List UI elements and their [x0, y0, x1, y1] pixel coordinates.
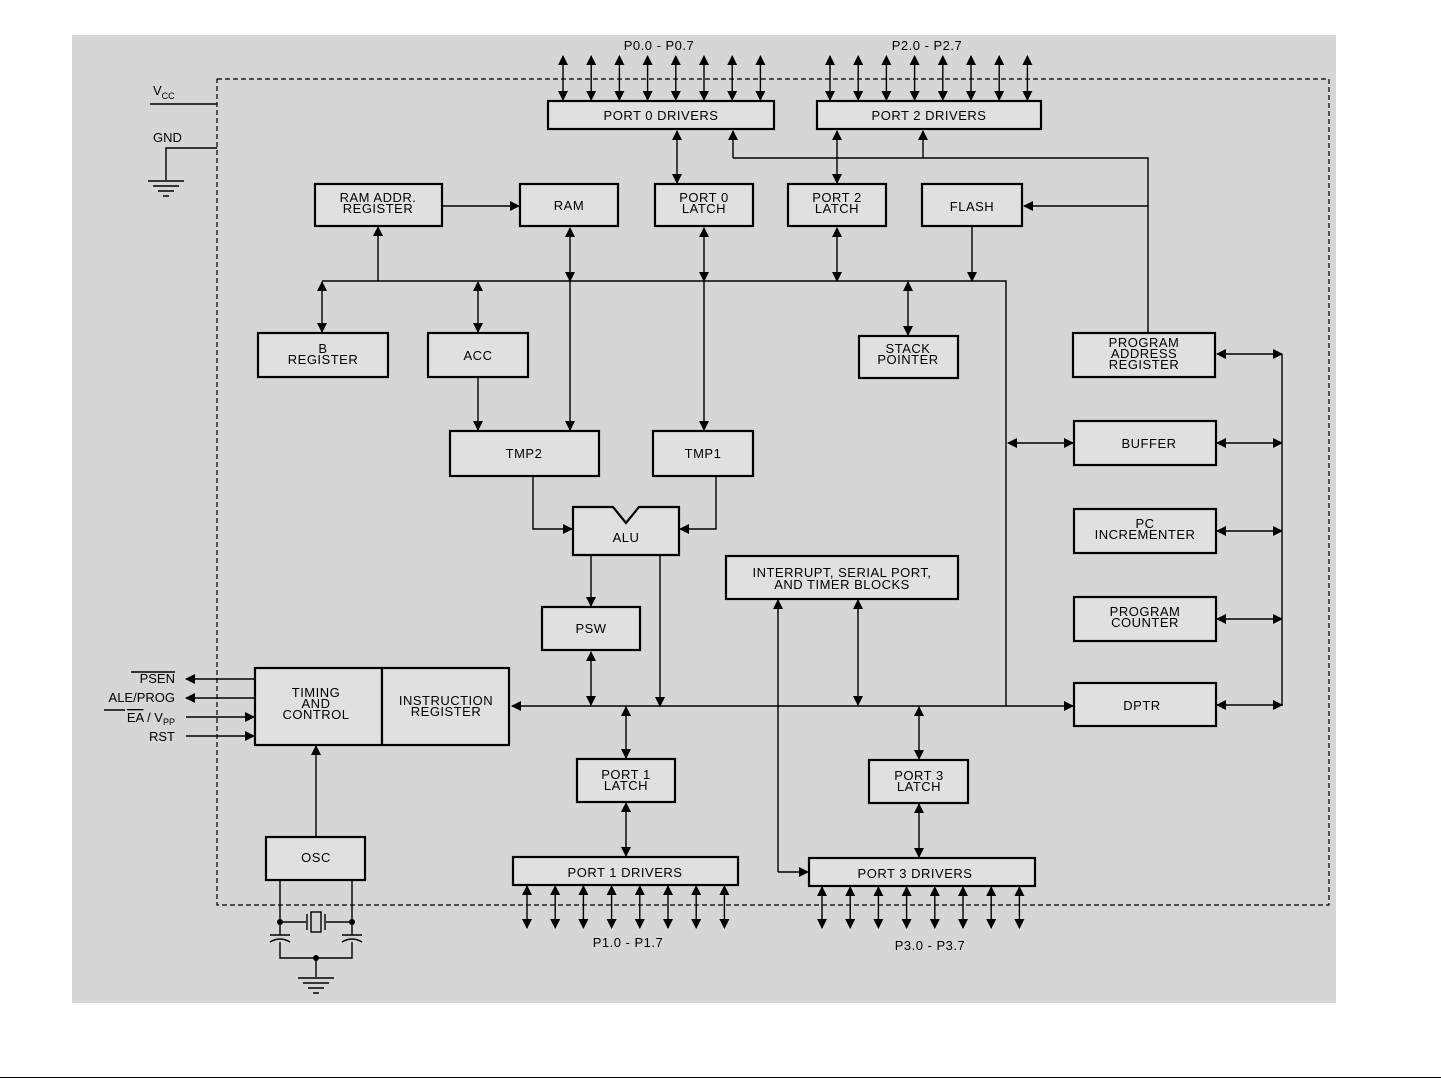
port1-drivers-label: PORT 1 DRIVERS: [568, 865, 683, 880]
p0-range-label: P0.0 - P0.7: [624, 38, 695, 53]
ea-vpp-pin-label: EA / VPP: [127, 710, 175, 727]
page-bottom-rule: [0, 1077, 1441, 1078]
ram-addr-register-label: RAM ADDR.REGISTER: [340, 190, 417, 216]
alu-label: ALU: [613, 530, 640, 545]
port2-drivers-label: PORT 2 DRIVERS: [872, 108, 987, 123]
osc-box: [264, 835, 367, 882]
vcc-label: VCC: [153, 83, 175, 101]
p1-range-label: P1.0 - P1.7: [593, 935, 664, 950]
port0-latch-box: [653, 182, 755, 228]
psw-label: PSW: [575, 621, 606, 636]
ground-symbol: [148, 180, 184, 197]
chip-boundary: [216, 78, 1330, 906]
port3-drivers-box: [807, 856, 1037, 888]
alu-box: [571, 505, 681, 557]
port0-drivers-label: PORT 0 DRIVERS: [604, 108, 719, 123]
control-pins: PSEN ALE/PROG EA / VPP RST: [104, 671, 255, 744]
port1-pin-arrows: [522, 885, 730, 929]
dptr-label: DPTR: [1123, 698, 1160, 713]
rst-pin-label: RST: [149, 729, 175, 744]
dptr-box: [1072, 681, 1218, 728]
ram-addr-register-box: [313, 182, 444, 228]
acc-box: [426, 331, 530, 379]
stack-pointer-box: [857, 334, 960, 380]
port2-latch-box: [786, 182, 888, 228]
crystal-oscillator-circuit: [269, 881, 363, 994]
tmp2-label: TMP2: [506, 446, 543, 461]
port0-drivers-box: [546, 99, 776, 131]
tmp2-box: [448, 429, 601, 478]
interrupt-serial-timer-box: [724, 554, 960, 601]
ram-label: RAM: [554, 198, 584, 213]
gnd-label: GND: [153, 130, 182, 145]
tmp1-box: [651, 429, 755, 478]
tmp1-label: TMP1: [685, 446, 722, 461]
interrupt-serial-timer-label: INTERRUPT, SERIAL PORT,AND TIMER BLOCKS: [752, 565, 931, 592]
acc-label: ACC: [464, 348, 493, 363]
buffer-label: BUFFER: [1122, 436, 1177, 451]
flash-label: FLASH: [950, 199, 994, 214]
ale-prog-pin-label: ALE/PROG: [109, 690, 175, 705]
port3-pin-arrows: [817, 886, 1025, 929]
psw-box: [540, 605, 642, 652]
b-register-box: [256, 331, 390, 379]
port1-latch-box: [575, 757, 677, 804]
flash-box: [920, 182, 1024, 228]
port2-drivers-box: [815, 99, 1043, 131]
port1-drivers-box: [511, 855, 740, 887]
osc-label: OSC: [301, 850, 331, 865]
port3-latch-box: [867, 758, 970, 805]
buffer-box: [1072, 419, 1218, 467]
p3-range-label: P3.0 - P3.7: [895, 938, 966, 953]
instruction-register-box: [380, 666, 511, 747]
bus-lines: [311, 130, 1283, 877]
port3-drivers-label: PORT 3 DRIVERS: [858, 866, 973, 881]
ram-box: [518, 182, 620, 228]
program-counter-box: [1072, 595, 1218, 643]
p2-range-label: P2.0 - P2.7: [892, 38, 963, 53]
program-address-register-box: [1071, 331, 1217, 379]
port0-pin-arrows: [558, 55, 766, 101]
psen-pin-label: PSEN: [140, 671, 175, 686]
port2-pin-arrows: [825, 55, 1033, 101]
